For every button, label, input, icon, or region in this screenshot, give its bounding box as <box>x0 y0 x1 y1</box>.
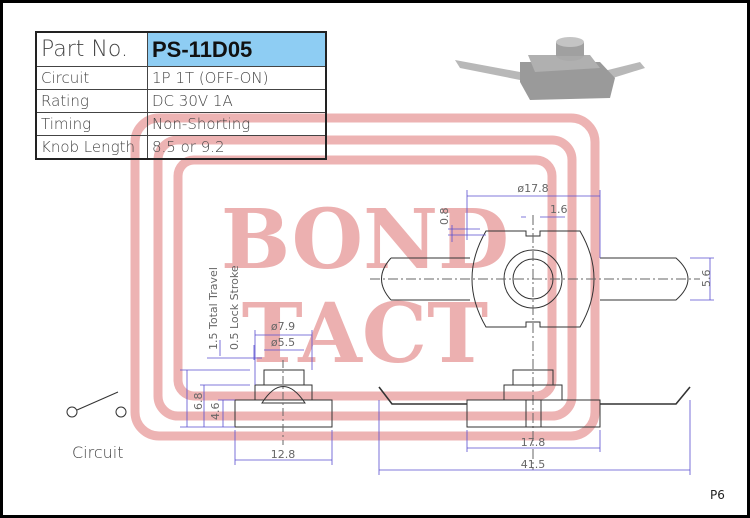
dim-lock-stroke: 0.5 Lock Stroke <box>228 265 241 350</box>
spec-value: DC 30V 1A <box>147 89 327 113</box>
spec-row: Circuit 1P 1T (OFF-ON) <box>35 66 327 90</box>
spec-row: Knob Length 8.5 or 9.2 <box>35 135 327 160</box>
part-number: PS-11D05 <box>147 31 327 67</box>
spec-row: Timing Non-Shorting <box>35 112 327 136</box>
dim-length-total: 41.5 <box>521 458 546 471</box>
dim-knob-inner-diameter: ø5.5 <box>271 336 295 349</box>
dim-knob-diameter: ø7.9 <box>271 320 295 333</box>
dim-width-side: 12.8 <box>271 448 296 461</box>
page-label: P6 <box>710 488 725 502</box>
spec-table: Part No. PS-11D05 Circuit 1P 1T (OFF-ON)… <box>35 31 327 160</box>
side-view-side <box>234 360 333 445</box>
dim-height-total: 6.8 <box>192 393 205 411</box>
spec-header-row: Part No. PS-11D05 <box>35 31 327 67</box>
dim-slot-depth: 0.8 <box>438 208 451 226</box>
spec-label: Circuit <box>35 66 148 90</box>
dim-total-travel: 1.5 Total Travel <box>207 267 220 350</box>
dimension-lines <box>180 190 714 475</box>
dim-tab-height: 5.6 <box>700 270 713 288</box>
dim-width-body: 17.8 <box>521 436 546 449</box>
spec-label: Knob Length <box>35 135 148 160</box>
switch-symbol <box>66 391 127 418</box>
watermark-bond: BOND <box>221 192 509 288</box>
top-view <box>370 215 700 470</box>
spec-value: 1P 1T (OFF-ON) <box>147 66 327 90</box>
spec-value: 8.5 or 9.2 <box>147 135 327 160</box>
spec-label: Timing <box>35 112 148 136</box>
spec-value: Non-Shorting <box>147 112 327 136</box>
product-3d-image <box>455 37 645 100</box>
dim-height-body: 4.6 <box>209 403 222 421</box>
spec-label: Rating <box>35 89 148 113</box>
spec-label: Part No. <box>35 31 148 67</box>
dim-outer-diameter: ø17.8 <box>517 182 548 195</box>
circuit-label: Circuit <box>72 443 124 462</box>
dim-slot-width: 1.6 <box>550 203 568 216</box>
side-view-front <box>378 369 691 428</box>
watermark <box>130 113 600 441</box>
spec-row: Rating DC 30V 1A <box>35 89 327 113</box>
